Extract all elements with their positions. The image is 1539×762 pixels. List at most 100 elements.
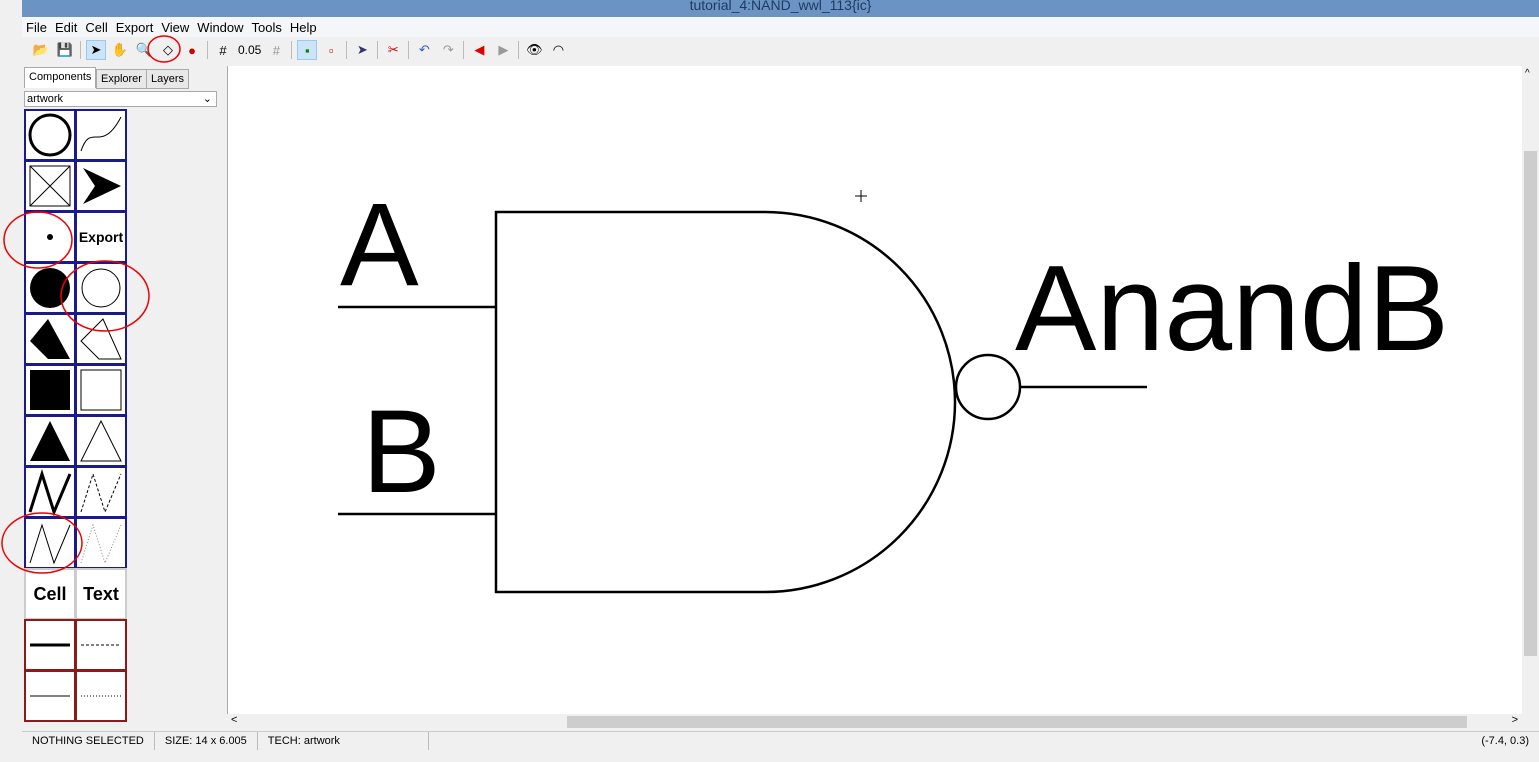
grid-icon[interactable]: # [219, 42, 227, 58]
palette-thin-zigzag[interactable] [24, 517, 76, 569]
zoom-icon[interactable]: 🔍 [135, 42, 153, 57]
library-select[interactable]: artwork⌄ [24, 91, 217, 107]
palette-open-polygon[interactable] [75, 313, 127, 365]
palette-export-label[interactable]: Export [75, 211, 127, 263]
palette-thin-line[interactable] [24, 670, 76, 722]
horizontal-scrollbar[interactable]: < > [227, 714, 1522, 730]
filled-polygon-icon [30, 319, 70, 359]
thick-line-icon [30, 643, 70, 647]
palette-filled-polygon[interactable] [24, 313, 76, 365]
outline-edit-icon[interactable]: ◇ [163, 42, 173, 57]
thick-zigzag-icon [28, 469, 72, 516]
menu-file[interactable]: File [26, 19, 47, 35]
scroll-left-icon[interactable]: < [231, 714, 238, 726]
thin-line-icon [30, 695, 70, 697]
palette-dashed-line[interactable] [75, 619, 127, 671]
tech-status: TECH: artwork [258, 732, 429, 750]
separator [346, 41, 348, 59]
dashed-line-icon [81, 644, 121, 646]
palette-dotted-line[interactable] [75, 670, 127, 722]
palette-text-label[interactable]: Text [75, 568, 127, 620]
palette-dotted-zigzag[interactable] [75, 517, 127, 569]
menu-cell[interactable]: Cell [85, 19, 108, 35]
palette-filled-circle[interactable] [24, 262, 76, 314]
horizontal-scroll-thumb[interactable] [567, 716, 1467, 728]
select-arrow-icon[interactable]: ➤ [86, 40, 106, 60]
separator [207, 41, 208, 59]
filled-circle-icon [30, 268, 70, 308]
tab-layers[interactable]: Layers [146, 69, 190, 89]
coordinates: (-7.4, 0.3) [1481, 735, 1529, 747]
open-circle-icon [81, 268, 121, 308]
scroll-right-icon[interactable]: > [1511, 714, 1518, 726]
filled-box-icon [30, 370, 70, 410]
eye-icon[interactable]: 👁 [526, 42, 543, 57]
menu-bar: File Edit Cell Export View Window Tools … [22, 17, 1539, 37]
pan-hand-icon[interactable]: ✋ [111, 42, 129, 57]
size-status: SIZE: 14 x 6.005 [155, 732, 258, 750]
open-polygon-icon [80, 318, 122, 360]
thin-zigzag-icon [29, 523, 71, 565]
separator [377, 41, 379, 59]
status-bar: NOTHING SELECTED SIZE: 14 x 6.005 TECH: … [22, 731, 1539, 750]
palette-open-triangle[interactable] [75, 415, 127, 467]
palette-filled-triangle[interactable] [24, 415, 76, 467]
box-cross-icon [29, 165, 71, 207]
dotted-zigzag-icon [80, 523, 122, 565]
dashed-zigzag-icon [80, 472, 122, 514]
save-icon[interactable]: 💾 [56, 42, 74, 57]
tab-components[interactable]: Components [24, 67, 97, 88]
separator [291, 41, 293, 59]
menu-tools[interactable]: Tools [251, 19, 282, 35]
menu-view[interactable]: View [161, 19, 190, 35]
circle-icon [28, 113, 72, 157]
toolbar: 📂 💾 ➤ ✋ 🔍 ◇ ● # 0.05 # ▪ ▫ ➤ ✂ ↶ ↷ ◀ ▶ 👁… [22, 37, 1539, 63]
redo-icon[interactable]: ↷ [442, 42, 454, 57]
window-title: tutorial_4:NAND_wwl_113{ic} [689, 0, 872, 13]
separator [408, 41, 410, 59]
separator [518, 41, 520, 59]
palette-circle[interactable] [24, 109, 76, 161]
select-objects-icon[interactable]: ➤ [356, 42, 368, 57]
vertical-scrollbar[interactable]: ^ [1522, 66, 1539, 714]
palette-spline[interactable] [75, 109, 127, 161]
chevron-down-icon: ⌄ [202, 93, 212, 105]
palette-dashed-zigzag[interactable] [75, 466, 127, 518]
tab-explorer[interactable]: Explorer [96, 69, 147, 89]
palette-pin-dot[interactable] [24, 211, 76, 263]
menu-edit[interactable]: Edit [54, 19, 78, 35]
undo-icon[interactable]: ↶ [418, 42, 430, 57]
grid-align-icon[interactable]: # [272, 42, 280, 58]
drawing-canvas[interactable] [227, 66, 1523, 714]
cell-label: Cell [33, 583, 67, 604]
spline-icon [80, 116, 122, 152]
grid-value: 0.05 [238, 43, 262, 57]
measure-icon[interactable]: ● [188, 42, 196, 58]
menu-export[interactable]: Export [115, 19, 154, 35]
separator [80, 41, 81, 59]
palette-box-cross[interactable] [24, 160, 76, 212]
cut-tools-icon[interactable]: ✂ [387, 42, 399, 57]
eye-closed-icon[interactable]: ◠ [552, 42, 565, 57]
dotted-line-icon [81, 695, 121, 697]
open-icon[interactable]: 📂 [32, 42, 50, 57]
palette-arrow[interactable] [75, 160, 127, 212]
selection-status: NOTHING SELECTED [22, 732, 155, 750]
special-select-icon[interactable]: ▫ [329, 42, 334, 58]
palette-thick-zigzag[interactable] [24, 466, 76, 518]
palette-filled-box[interactable] [24, 364, 76, 416]
back-arrow-icon[interactable]: ◀ [474, 42, 485, 57]
palette-open-circle[interactable] [75, 262, 127, 314]
title-bar: tutorial_4:NAND_wwl_113{ic} [22, 0, 1539, 17]
text-label: Text [83, 583, 119, 604]
palette-open-box[interactable] [75, 364, 127, 416]
menu-help[interactable]: Help [289, 19, 317, 35]
menu-window[interactable]: Window [197, 19, 244, 35]
palette-thick-line[interactable] [24, 619, 76, 671]
forward-arrow-icon[interactable]: ▶ [498, 42, 509, 57]
open-triangle-icon [80, 419, 122, 462]
scroll-up-icon[interactable]: ^ [1525, 68, 1530, 79]
vertical-scroll-thumb[interactable] [1524, 151, 1537, 656]
palette-cell-label[interactable]: Cell [24, 568, 76, 620]
full-select-icon[interactable]: ▪ [297, 40, 318, 60]
